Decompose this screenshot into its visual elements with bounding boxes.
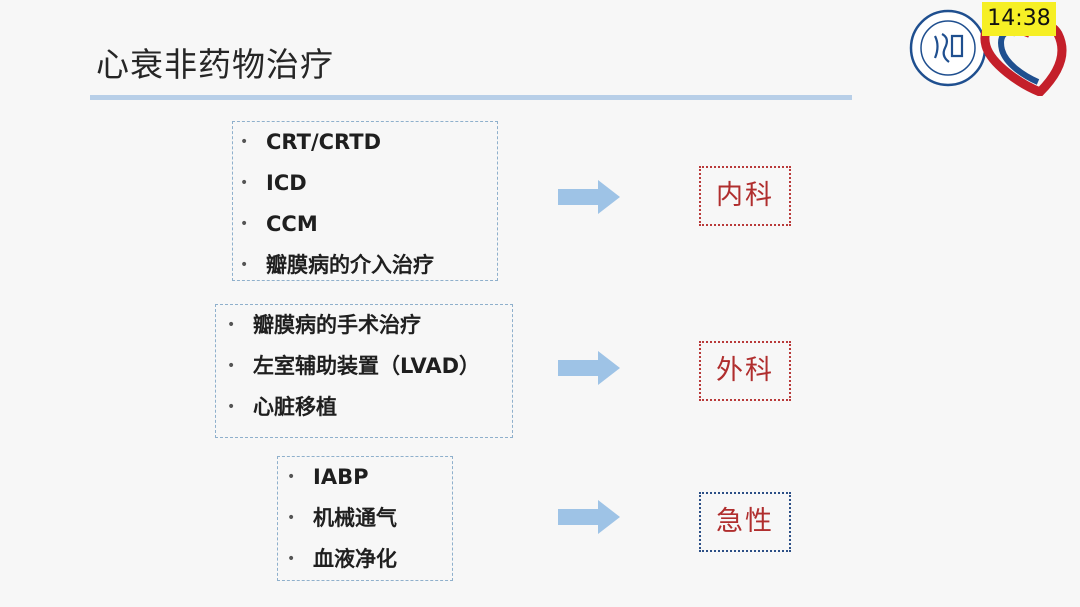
arrow-right-icon xyxy=(558,351,620,385)
list-item: •机械通气 xyxy=(287,506,397,530)
arrow-right-icon xyxy=(558,500,620,534)
list-item: •瓣膜病的手术治疗 xyxy=(227,313,421,337)
slide-title: 心衰非药物治疗 xyxy=(96,45,334,84)
department-surgery: 外科 xyxy=(699,341,791,401)
clock-time: 14:38 xyxy=(982,2,1056,36)
title-underline xyxy=(90,95,852,100)
list-item: •CCM xyxy=(240,212,318,236)
list-item: •CRT/CRTD xyxy=(240,130,382,154)
group-box-acute: •IABP •机械通气 •血液净化 xyxy=(277,456,453,581)
list-item: •瓣膜病的介入治疗 xyxy=(240,253,434,277)
department-acute: 急性 xyxy=(699,492,791,552)
department-internal-medicine: 内科 xyxy=(699,166,791,226)
list-item: •血液净化 xyxy=(287,547,397,571)
arrow-right-icon xyxy=(558,180,620,214)
list-item: •心脏移植 xyxy=(227,395,337,419)
list-item: •ICD xyxy=(240,171,307,195)
list-item: •左室辅助装置（LVAD） xyxy=(227,354,481,378)
group-box-surgery: •瓣膜病的手术治疗 •左室辅助装置（LVAD） •心脏移植 xyxy=(215,304,513,438)
list-item: •IABP xyxy=(287,465,369,489)
group-box-internal-medicine: •CRT/CRTD •ICD •CCM •瓣膜病的介入治疗 xyxy=(232,121,498,281)
